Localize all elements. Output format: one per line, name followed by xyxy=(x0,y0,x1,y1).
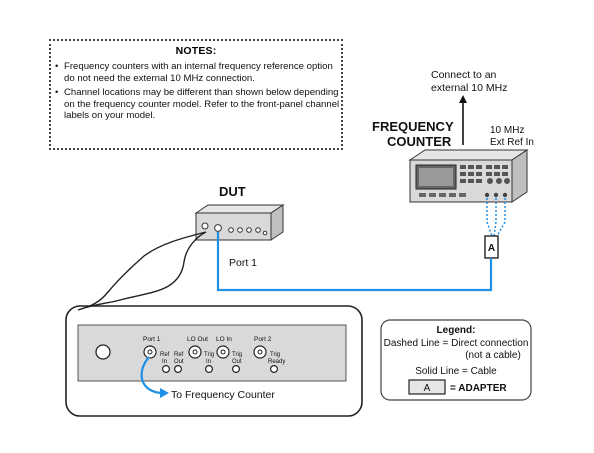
panel-trig-ready-connector xyxy=(270,365,279,374)
panel-trig-out-label2: Out xyxy=(232,359,242,365)
panel-trig-out-label1: Trig xyxy=(232,352,242,358)
connect-external-line1: Connect to an xyxy=(431,69,497,81)
note-item: Frequency counters with an internal freq… xyxy=(55,61,340,84)
dut-port-label: Port 1 xyxy=(229,257,257,269)
external-ref-arrowhead xyxy=(459,95,467,103)
counter-ref-line2: Ext Ref In xyxy=(490,137,534,148)
panel-power-button xyxy=(95,344,111,360)
legend-adapter-label: = ADAPTER xyxy=(450,383,507,394)
panel-trig-in-label1: Trig xyxy=(204,352,214,358)
cable-dut-to-counter xyxy=(216,232,493,292)
panel-ref-in-label1: Ref xyxy=(160,352,170,358)
dut-icon xyxy=(194,204,285,241)
panel-ref-out-label2: Out xyxy=(174,359,184,365)
dut-title: DUT xyxy=(219,184,246,199)
legend-dashed-line1: Dashed Line = Direct connection xyxy=(384,338,529,349)
note-item: Channel locations may be different than … xyxy=(55,87,340,122)
panel-ref-in-connector xyxy=(162,365,171,374)
panel-ref-out-label1: Ref xyxy=(174,352,184,358)
counter-title-line1: FREQUENCY xyxy=(372,119,454,134)
legend-solid: Solid Line = Cable xyxy=(415,366,497,377)
zoom-frame xyxy=(65,305,363,417)
to-counter-arrow xyxy=(140,356,163,395)
legend-adapter-box xyxy=(408,379,446,395)
notes-list: Frequency counters with an internal freq… xyxy=(55,61,340,125)
counter-ref-line1: 10 MHz xyxy=(490,125,524,136)
panel-lo-out-label: LO Out xyxy=(187,336,208,343)
notes-title: NOTES: xyxy=(175,45,217,57)
panel-port2-label: Port 2 xyxy=(254,336,272,343)
counter-title-line2: COUNTER xyxy=(387,134,452,149)
zoom-callout xyxy=(77,231,207,311)
panel-trig-ready-label2: Ready xyxy=(268,359,285,365)
to-counter-label: To Frequency Counter xyxy=(171,389,275,401)
notes-box: NOTES: Frequency counters with an intern… xyxy=(49,39,343,150)
panel-lo-in-label: LO In xyxy=(216,336,232,343)
legend-title: Legend: xyxy=(437,325,476,336)
panel-trig-out-connector xyxy=(232,365,241,374)
connect-external-line2: external 10 MHz xyxy=(431,82,507,94)
panel-trig-in-connector xyxy=(205,365,214,374)
to-counter-arrowhead xyxy=(160,388,169,398)
panel-trig-in-label2: In xyxy=(206,359,211,365)
panel-ref-out-connector xyxy=(174,365,183,374)
panel-port1-label: Port 1 xyxy=(143,336,161,343)
dut-rear-panel xyxy=(77,324,347,382)
legend-dashed-line2: (not a cable) xyxy=(465,350,521,361)
panel-trig-ready-label1: Trig xyxy=(270,352,280,358)
legend-adapter-letter: A xyxy=(424,383,431,394)
panel-ref-in-label2: In xyxy=(162,359,167,365)
adapter-label: A xyxy=(488,243,495,254)
frequency-counter-icon xyxy=(408,149,529,203)
dashed-direct-connection xyxy=(486,198,506,237)
